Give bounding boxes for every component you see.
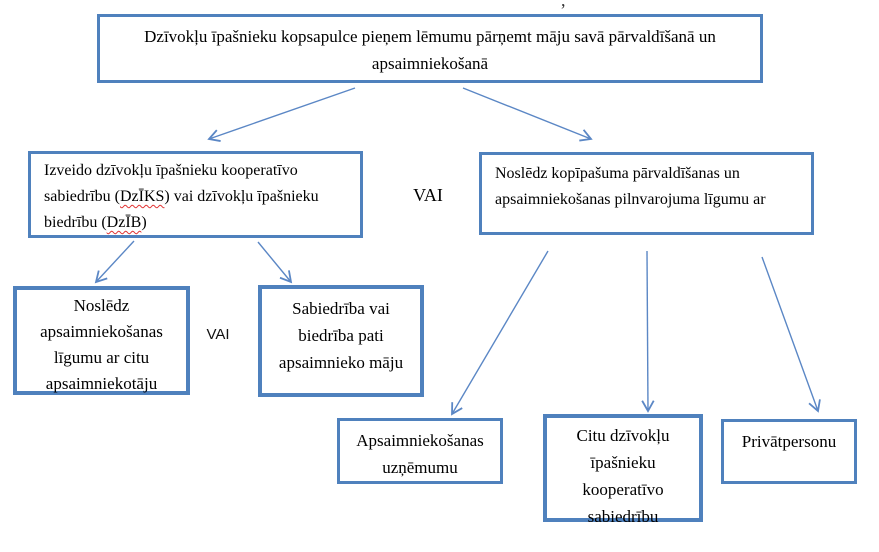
node-create-cooperative-or-association: Izveido dzīvokļu īpašnieku kooperatīvo s…: [28, 151, 363, 238]
text-line: Dzīvokļu īpašnieku kopsapulce pieņem lēm…: [144, 27, 716, 46]
cropped-text-artifact: ,: [561, 0, 566, 10]
text-line: sabiedrību: [587, 507, 659, 526]
text-segment: ): [141, 214, 147, 231]
node-conclude-authorization-agreement: Noslēdz kopīpašuma pārvaldīšanas un apsa…: [479, 152, 814, 235]
text-line: Apsaimniekošanas: [356, 431, 484, 450]
or-label-sans: VAI: [206, 326, 230, 343]
text-segment: ) vai dzīvokļu īpašnieku: [164, 188, 319, 205]
misspelled-term: DzĪB: [106, 214, 142, 231]
or-label-serif: VAI: [413, 185, 443, 205]
text-line: Noslēdz kopīpašuma pārvaldīšanas un: [495, 165, 740, 182]
text-line: Sabiedrība vai: [292, 299, 390, 318]
text-line: biedrība pati: [298, 326, 384, 345]
node-contract-with-other-manager: Noslēdz apsaimniekošanas līgumu ar citu …: [13, 286, 190, 395]
connector-arrow: [641, 250, 655, 413]
text-line: līgumu ar citu: [53, 348, 150, 367]
text-line: apsaimniekotāju: [45, 374, 158, 393]
connector-arrow: [207, 87, 356, 142]
text-line: apsaimniekošanas pilnvarojuma līgumu ar: [495, 191, 766, 208]
connector-arrow: [94, 240, 135, 284]
text-segment: Izveido dzīvokļu īpašnieku kooperatīvo: [44, 162, 298, 179]
node-private-person: Privātpersonu: [721, 419, 857, 484]
node-general-meeting-decision: Dzīvokļu īpašnieku kopsapulce pieņem lēm…: [97, 14, 763, 83]
text-line: kooperatīvo: [582, 480, 664, 499]
node-self-managed-by-society: Sabiedrība vai biedrība pati apsaimnieko…: [258, 285, 424, 397]
text-line: Noslēdz: [73, 296, 130, 315]
connector-arrow: [462, 87, 593, 142]
connector-arrow: [451, 250, 549, 416]
text-line: uzņēmumu: [382, 458, 458, 477]
text-line: īpašnieku: [590, 453, 656, 472]
text-line: Izveido dzīvokļu īpašnieku kooperatīvo: [44, 158, 350, 184]
text-segment: biedrību (: [44, 214, 107, 231]
text-line: apsaimnieko māju: [278, 353, 404, 372]
text-line: apsaimniekošanā: [371, 54, 489, 73]
text-line: biedrību (DzĪB): [44, 210, 350, 236]
connector-arrow: [761, 256, 821, 413]
text-segment: sabiedrību (: [44, 188, 120, 205]
text-line: Privātpersonu: [741, 432, 837, 451]
misspelled-term: DzĪKS: [119, 188, 165, 205]
text-line: sabiedrību (DzĪKS) vai dzīvokļu īpašniek…: [44, 184, 350, 210]
text-line: apsaimniekošanas: [40, 322, 163, 341]
connector-arrow: [257, 241, 293, 284]
text-line: Citu dzīvokļu: [576, 426, 670, 445]
node-other-owners-cooperative: Citu dzīvokļu īpašnieku kooperatīvo sabi…: [543, 414, 703, 526]
node-management-company: Apsaimniekošanas uzņēmumu: [337, 418, 503, 484]
